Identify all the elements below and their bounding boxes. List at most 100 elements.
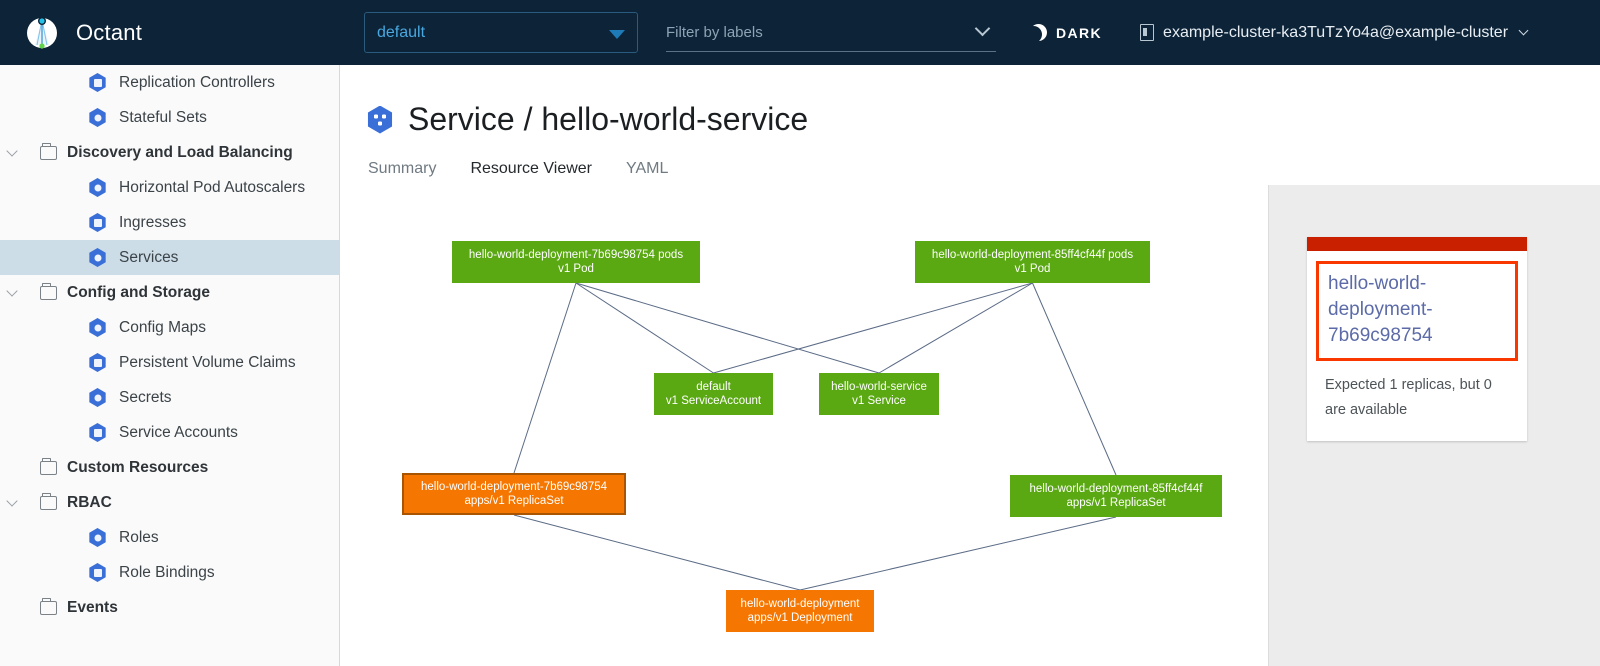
sidebar-item-rbac[interactable]: RBAC [0,485,339,520]
graph-node-kind: v1 Pod [558,263,594,275]
graph-edge [575,282,880,374]
graph-edge [713,282,1033,374]
label-filter-placeholder: Filter by labels [666,23,763,41]
sidebar-item-service-accounts[interactable]: Service Accounts [0,415,339,450]
sidebar-item-role-bindings[interactable]: Role Bindings [0,555,339,590]
sidebar-item-label: Discovery and Load Balancing [67,143,293,161]
sidebar-item-label: Custom Resources [67,458,209,476]
graph-edge [513,282,577,474]
graph-edge [575,282,714,374]
sidebar-item-persistent-volume-claims[interactable]: Persistent Volume Claims [0,345,339,380]
sidebar-item-secrets[interactable]: Secrets [0,380,339,415]
alert-title-link[interactable]: hello-world-deployment-7b69c98754 [1316,261,1518,361]
sidebar-item-label: Role Bindings [119,563,215,581]
folder-icon [40,142,57,160]
k8s-service-icon [89,248,106,267]
folder-icon [40,492,57,510]
graph-node-kind: apps/v1 Deployment [747,612,853,624]
top-header: Octant default Filter by labels DARK exa… [0,0,1600,65]
k8s-secret-icon [89,388,106,407]
sidebar-item-label: Config and Storage [67,283,210,301]
sidebar-item-stateful-sets[interactable]: Stateful Sets [0,100,339,135]
graph-node-rs-7b69[interactable]: hello-world-deployment-7b69c98754 apps/v1… [402,473,626,515]
cluster-selector[interactable]: example-cluster-ka3TuTzYo4a@example-clus… [1140,23,1529,42]
chevron-down-icon[interactable] [974,20,991,36]
sidebar-item-config-and-storage[interactable]: Config and Storage [0,275,339,310]
k8s-role-icon [89,528,106,547]
graph-node-name: hello-world-deployment [740,598,860,610]
graph-edge [513,514,801,591]
alert-status-bar [1307,237,1527,251]
sidebar-item-custom-resources[interactable]: Custom Resources [0,450,339,485]
k8s-ingress-icon [89,213,106,232]
namespace-value: default [377,23,426,41]
sidebar-item-label: Persistent Volume Claims [119,353,296,371]
graph-node-name: default [696,381,731,393]
chevron-down-icon[interactable] [4,144,20,157]
graph-node-sa-default[interactable]: default v1 ServiceAccount [654,373,773,415]
sidebar-item-roles[interactable]: Roles [0,520,339,555]
graph-node-kind: apps/v1 ReplicaSet [1066,497,1166,509]
sidebar-item-label: Ingresses [119,213,187,231]
folder-icon [40,282,57,300]
tab-yaml[interactable]: YAML [626,160,669,177]
resource-viewer: hello-world-deployment-7b69c98754 pods v1… [340,185,1600,666]
graph-node-rs-85ff[interactable]: hello-world-deployment-85ff4cf44f apps/v1… [1010,475,1222,517]
graph-node-pod-7b69[interactable]: hello-world-deployment-7b69c98754 pods v1… [452,241,700,283]
page-title: Service / hello-world-service [340,65,1600,138]
graph-node-kind: apps/v1 ReplicaSet [464,495,564,507]
k8s-pvc-icon [89,353,106,372]
k8s-service-icon [367,105,393,134]
sidebar-item-label: Events [67,598,118,616]
sidebar-item-label: Service Accounts [119,423,238,441]
graph-node-kind: v1 ServiceAccount [665,395,762,407]
graph-node-dep-hello[interactable]: hello-world-deployment apps/v1 Deployment [726,590,874,632]
graph-edge [799,516,1117,591]
resource-graph[interactable]: hello-world-deployment-7b69c98754 pods v1… [340,185,1268,666]
sidebar-item-label: Stateful Sets [119,108,207,126]
graph-node-name: hello-world-deployment-7b69c98754 pods [468,249,684,261]
sidebar-item-discovery-and-load-balancing[interactable]: Discovery and Load Balancing [0,135,339,170]
caret-down-icon [609,29,625,39]
sidebar-item-replication-controllers[interactable]: Replication Controllers [0,65,339,100]
graph-node-name: hello-world-deployment-85ff4cf44f [1029,483,1203,495]
sidebar-item-ingresses[interactable]: Ingresses [0,205,339,240]
folder-icon [40,597,57,615]
cluster-icon [1140,24,1155,41]
graph-node-kind: v1 Pod [1014,263,1051,275]
k8s-stateful-set-icon [89,108,106,127]
sidebar-item-label: Roles [119,528,159,546]
graph-edge [878,282,1033,374]
chevron-down-icon[interactable] [4,284,20,297]
graph-node-name: hello-world-deployment-7b69c98754 [420,481,608,493]
theme-toggle-label: DARK [1056,24,1103,41]
brand-name: Octant [76,19,143,45]
theme-toggle-button[interactable]: DARK [1030,24,1102,41]
k8s-role-binding-icon [89,563,106,582]
cluster-name: example-cluster-ka3TuTzYo4a@example-clus… [1163,23,1509,41]
alert-card[interactable]: hello-world-deployment-7b69c98754 Expect… [1307,237,1527,441]
sidebar-item-label: RBAC [67,493,112,511]
chevron-down-icon [1518,25,1529,36]
namespace-selector[interactable]: default [364,12,638,53]
detail-panel: hello-world-deployment-7b69c98754 Expect… [1268,185,1600,666]
sidebar-item-label: Secrets [119,388,172,406]
sidebar-item-label: Horizontal Pod Autoscalers [119,178,306,196]
chevron-down-icon[interactable] [4,494,20,507]
k8s-replication-controller-icon [89,73,106,92]
octant-logo-icon [22,13,62,53]
brand[interactable]: Octant [0,13,342,53]
sidebar-item-services[interactable]: Services [0,240,339,275]
k8s-config-map-icon [89,318,106,337]
sidebar-item-events[interactable]: Events [0,590,339,625]
graph-node-kind: v1 Service [852,395,906,407]
label-filter-input[interactable]: Filter by labels [666,14,996,52]
tab-summary[interactable]: Summary [368,160,437,177]
sidebar-item-config-maps[interactable]: Config Maps [0,310,339,345]
sidebar-item-horizontal-pod-autoscalers[interactable]: Horizontal Pod Autoscalers [0,170,339,205]
sidebar-item-label: Replication Controllers [119,73,275,91]
